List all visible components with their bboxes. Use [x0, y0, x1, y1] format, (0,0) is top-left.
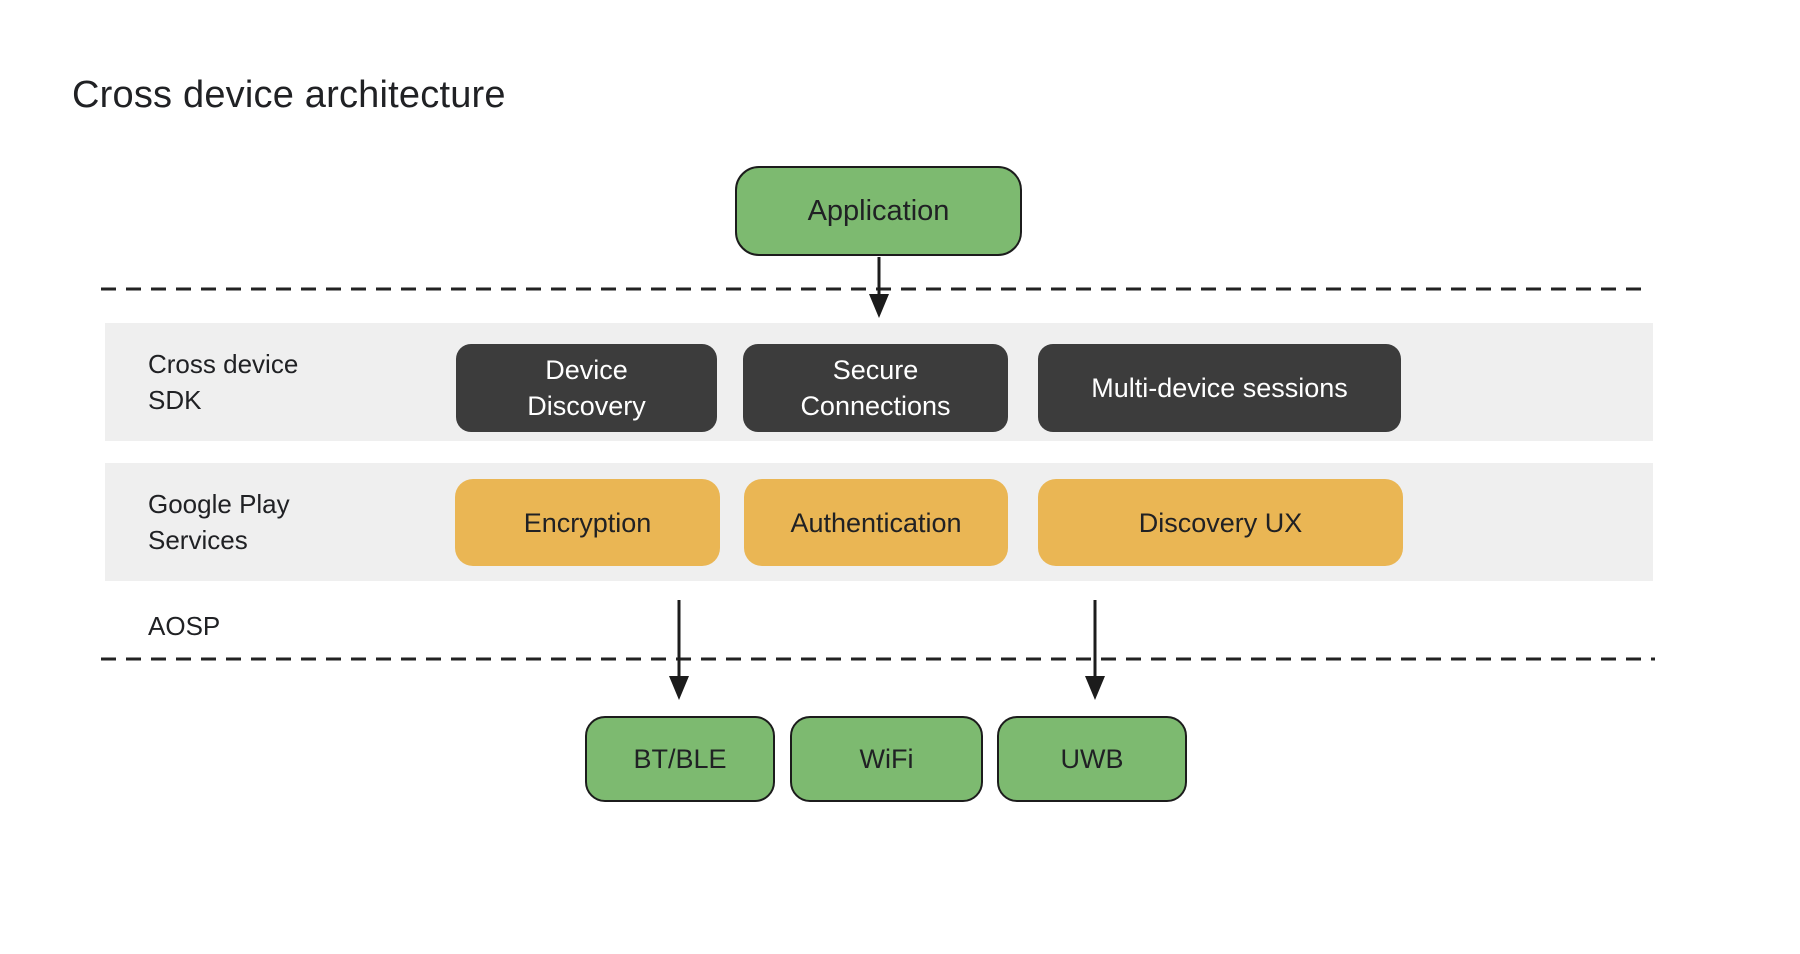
authentication-box: Authentication — [744, 479, 1008, 566]
application-box-label: Application — [807, 195, 950, 227]
arrow-gps-to-uwb — [1085, 600, 1105, 700]
arrow-application-to-sdk — [869, 257, 889, 318]
device-discovery-box: Device Discovery — [456, 344, 717, 432]
page-title: Cross device architecture — [72, 74, 506, 116]
encryption-box: Encryption — [455, 479, 720, 566]
uwb-box: UWB — [997, 716, 1187, 802]
secure-connections-box: Secure Connections — [743, 344, 1008, 432]
wifi-box: WiFi — [790, 716, 983, 802]
application-box: Application — [735, 166, 1022, 256]
gps-band-label: Google Play Services — [148, 489, 290, 555]
sdk-band-label: Cross device SDK — [148, 349, 299, 415]
multi-device-sessions-box: Multi-device sessions — [1038, 344, 1401, 432]
aosp-label: AOSP — [148, 611, 221, 641]
bt-ble-box: BT/BLE — [585, 716, 775, 802]
discovery-ux-box: Discovery UX — [1038, 479, 1403, 566]
arrow-gps-to-btble — [669, 600, 689, 700]
